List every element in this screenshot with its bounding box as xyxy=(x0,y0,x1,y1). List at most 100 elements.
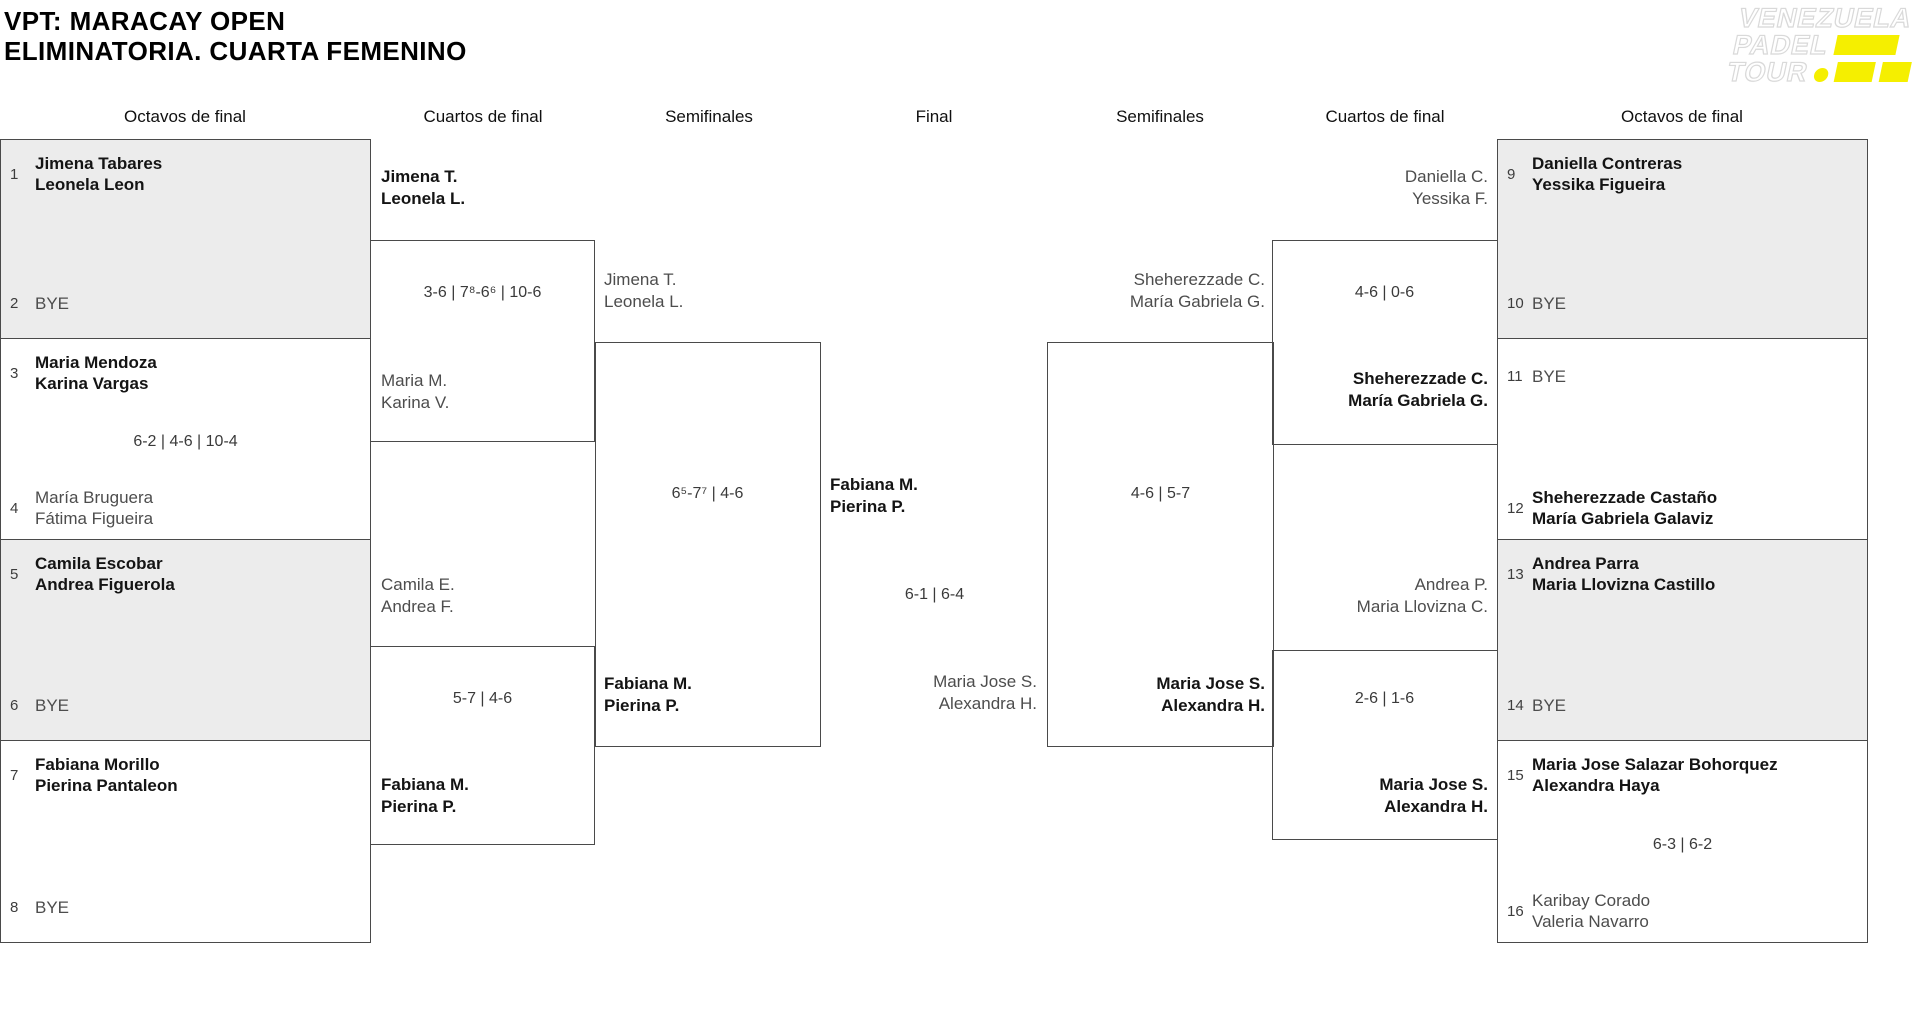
seed-number: 2 xyxy=(10,295,19,312)
seed-number: 10 xyxy=(1507,295,1524,312)
team-entry: 14 BYE xyxy=(1507,695,1861,716)
team-name: Fabiana M.Pierina P. xyxy=(604,674,692,715)
team-name: Maria Jose S.Alexandra H. xyxy=(1156,674,1265,715)
team-name: Camila E.Andrea F. xyxy=(381,575,455,616)
team-name: Sheherezzade C.María Gabriela G. xyxy=(1129,270,1265,311)
seed-number: 8 xyxy=(10,899,19,916)
match-score: 6⁵-7⁷ | 4-6 xyxy=(671,485,744,502)
team-entry: 6 BYE xyxy=(10,695,364,716)
seed-number: 11 xyxy=(1507,368,1523,385)
team-name: BYE xyxy=(1532,696,1567,715)
team-entry: 11 BYE xyxy=(1507,366,1861,387)
team-name: Fabiana M.Pierina P. xyxy=(830,475,918,516)
logo-word-padel: PADEL xyxy=(1730,29,1832,60)
venezuela-padel-tour-logo: VENEZUELA PADEL TOUR xyxy=(1724,2,1920,87)
cuartos-right-1-box xyxy=(1272,240,1498,445)
match-score: 6-1 | 6-4 xyxy=(904,586,965,603)
team-name: Andrea P.Maria Llovizna C. xyxy=(1356,575,1488,616)
match-score: 6-3 | 6-2 xyxy=(1652,835,1713,853)
logo-word-venezuela: VENEZUELA xyxy=(1735,2,1915,33)
seed-number: 14 xyxy=(1507,697,1524,714)
seed-number: 9 xyxy=(1507,165,1516,183)
page-title-line2: ELIMINATORIA. CUARTA FEMENINO xyxy=(4,36,467,66)
team-name: Maria M.Karina V. xyxy=(381,371,450,412)
team-name: Jimena T.Leonela L. xyxy=(381,167,466,208)
team-name: Jimena T.Leonela L. xyxy=(604,270,684,311)
seed-number: 4 xyxy=(10,499,19,517)
round-header-left-semis: Semifinales xyxy=(665,107,753,126)
team-name: Fabiana M.Pierina P. xyxy=(381,775,469,816)
team-entry: 8 BYE xyxy=(10,897,364,918)
round-header-left-octavos: Octavos de final xyxy=(124,107,246,126)
round-header-right-octavos: Octavos de final xyxy=(1621,107,1743,126)
cuartos-right-2-box xyxy=(1272,650,1498,840)
seed-number: 16 xyxy=(1507,902,1524,920)
match-score: 2-6 | 1-6 xyxy=(1354,690,1415,707)
match-score: 4-6 | 0-6 xyxy=(1354,284,1415,301)
team-name: BYE xyxy=(1532,294,1567,313)
round-header-right-cuartos: Cuartos de final xyxy=(1325,107,1445,126)
seed-number: 7 xyxy=(10,766,19,784)
team-name: BYE xyxy=(35,898,70,917)
cuartos-left-1-box xyxy=(370,240,595,442)
team-name: Maria Jose S.Alexandra H. xyxy=(1379,775,1488,816)
logo-yellow-bar-icon xyxy=(1878,62,1912,82)
team-name: BYE xyxy=(35,294,70,313)
match-score: 3-6 | 7⁸-6⁶ | 10-6 xyxy=(423,284,542,301)
seed-number: 13 xyxy=(1507,565,1524,583)
seed-number: 15 xyxy=(1507,766,1524,784)
semifinal-right-box xyxy=(1047,342,1274,747)
page-title-line1: VPT: MARACAY OPEN xyxy=(4,6,286,36)
team-name: BYE xyxy=(35,696,70,715)
match-score: 5-7 | 4-6 xyxy=(452,690,513,707)
logo-word-tour: TOUR xyxy=(1724,56,1812,87)
team-entry: 10 BYE xyxy=(1507,293,1861,314)
seed-number: 6 xyxy=(10,697,19,714)
team-entry: 2 BYE xyxy=(10,293,364,314)
team-name: BYE xyxy=(1532,367,1567,386)
round-header-final: Final xyxy=(915,107,953,126)
logo-yellow-bar-icon xyxy=(1832,35,1900,55)
match-score: 6-2 | 4-6 | 10-4 xyxy=(133,433,238,450)
team-name: Maria Jose S.Alexandra H. xyxy=(933,672,1037,713)
logo-yellow-bar-icon xyxy=(1833,62,1876,82)
seed-number: 12 xyxy=(1507,499,1524,517)
match-score: 4-6 | 5-7 xyxy=(1130,485,1191,502)
seed-number: 1 xyxy=(10,165,19,183)
semifinal-left-box xyxy=(595,342,821,747)
seed-number: 3 xyxy=(10,364,19,382)
round-header-left-cuartos: Cuartos de final xyxy=(423,107,543,126)
team-name: Sheherezzade C.María Gabriela G. xyxy=(1348,369,1488,410)
round-header-right-semis: Semifinales xyxy=(1116,107,1204,126)
team-name: Daniella C.Yessika F. xyxy=(1404,167,1488,208)
